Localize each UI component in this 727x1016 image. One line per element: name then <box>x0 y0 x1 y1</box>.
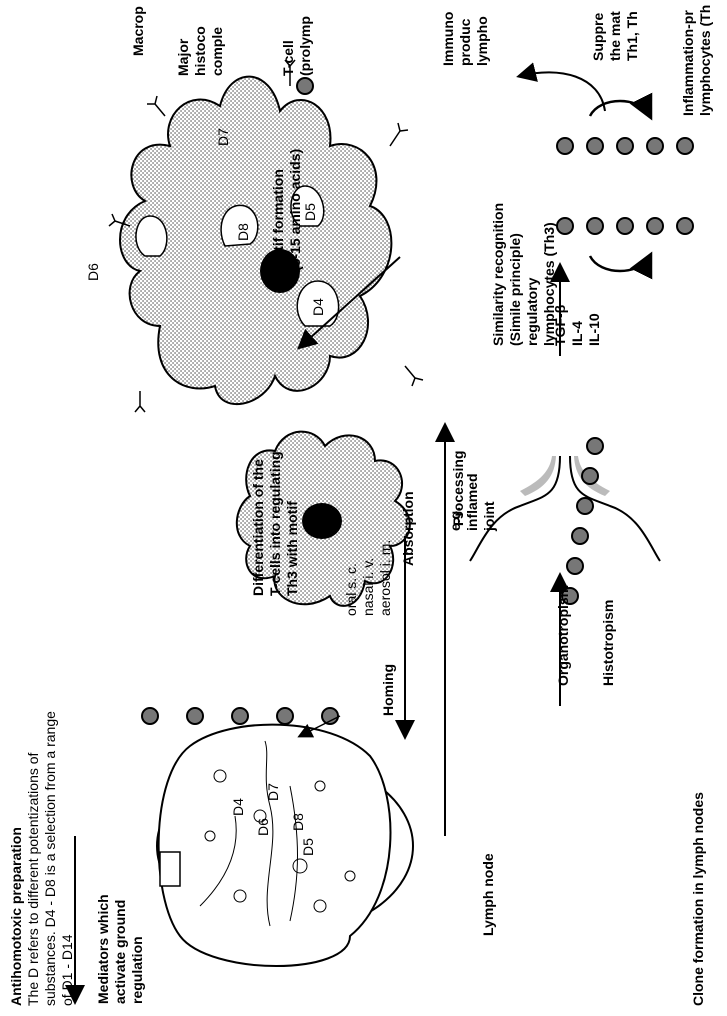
immuno-arrow <box>516 62 606 112</box>
potency-d8-macrophage: D8 <box>235 223 251 241</box>
suppression-arrow-right <box>588 92 653 121</box>
tcell-column <box>141 707 339 725</box>
potency-d6-macrophage: D6 <box>85 263 101 281</box>
mhc-line-1: Major <box>175 38 191 76</box>
histotropism-label: Histotropism <box>600 599 616 686</box>
motif-line-1: Motif formation <box>270 169 286 271</box>
route-aerosol: aerosol i. m. <box>377 539 393 616</box>
cytokine-il4: IL-4 <box>569 321 585 346</box>
inflammation-line-1: Inflammation-pr <box>680 10 696 116</box>
potency-d5-oval: D5 <box>300 838 316 856</box>
cytokine-il10: IL-10 <box>586 313 602 346</box>
immuno-line-2: produc <box>457 18 473 66</box>
potency-d7-macrophage: D7 <box>215 128 231 146</box>
absorption-label: Absorption <box>400 491 416 566</box>
organotropism-label: Organotropism <box>555 584 571 686</box>
suppression-line-2: the mat <box>607 11 623 61</box>
differentiation-line-2: T-cells into regulating <box>267 451 283 596</box>
inflammation-line-2: lymphocytes (Th <box>697 4 713 116</box>
processing-arrow <box>297 256 401 350</box>
potency-d6-oval: D6 <box>255 818 271 836</box>
suppression-line-1: Suppre <box>590 12 606 61</box>
mhc-line-3: comple <box>209 26 225 76</box>
potency-d7-oval: D7 <box>265 783 281 801</box>
inflamed-joint <box>469 437 661 605</box>
homing-label: Homing <box>380 663 396 716</box>
immuno-line-3: lympho <box>474 16 490 66</box>
suppression-line-3: Th1, Th <box>624 11 640 61</box>
homing-arrow <box>297 715 341 738</box>
lymph-node <box>157 723 392 967</box>
mediators-line-3: regulation <box>129 936 145 1004</box>
lymph-node-label: Lymph node <box>480 853 496 936</box>
route-nasal: nasal i. v. <box>360 557 376 616</box>
mediators-line-1: Mediators which <box>95 894 111 1004</box>
joint-line-2: inflamed <box>464 473 480 531</box>
differentiation-line-3: Th3 with motif <box>284 501 300 596</box>
similarity-line-2: (Simile principle) <box>507 233 523 346</box>
preparation-line-2: substances. D4 - D8 is a selection from … <box>42 711 58 1006</box>
differentiation-line-1: Differentiation of the <box>250 459 266 596</box>
potency-d5-macrophage: D5 <box>302 203 318 221</box>
macrophage-label: Macrop <box>130 6 146 56</box>
th3-pairs <box>556 137 694 235</box>
route-oral: oral s. c. <box>343 563 359 616</box>
clone-formation-label: Clone formation in lymph nodes <box>690 792 706 1006</box>
similarity-line-1: Similarity recognition <box>490 202 506 346</box>
suppression-arrow-left <box>588 251 653 280</box>
preparation-line-1: The D refers to different potentizations… <box>25 752 41 1006</box>
similarity-line-3: regulatory <box>524 277 540 346</box>
immuno-line-1: Immuno <box>440 11 456 66</box>
preparation-title: Antihomotoxic preparation <box>8 827 24 1006</box>
similarity-line-4: lymphocytes (Th3) <box>541 222 557 346</box>
preparation-line-3: of D1 - D14 <box>59 934 75 1006</box>
macrophage-cell <box>108 59 424 413</box>
motif-line-2: (5-15 amino acids) <box>287 148 303 271</box>
potency-d8-oval: D8 <box>290 813 306 831</box>
potency-d4-oval: D4 <box>230 798 246 816</box>
mediators-line-2: activate ground <box>112 899 128 1004</box>
antigen-presenting-cell <box>235 430 411 607</box>
joint-line-3: joint <box>481 501 497 531</box>
mhc-line-2: histoco <box>192 26 208 76</box>
potency-d4-macrophage: D4 <box>310 298 326 316</box>
tcell-line-2: (prolymp <box>297 16 313 76</box>
tcell-line-1: T-cell <box>280 40 296 76</box>
joint-line-1: e.g. <box>447 506 463 531</box>
